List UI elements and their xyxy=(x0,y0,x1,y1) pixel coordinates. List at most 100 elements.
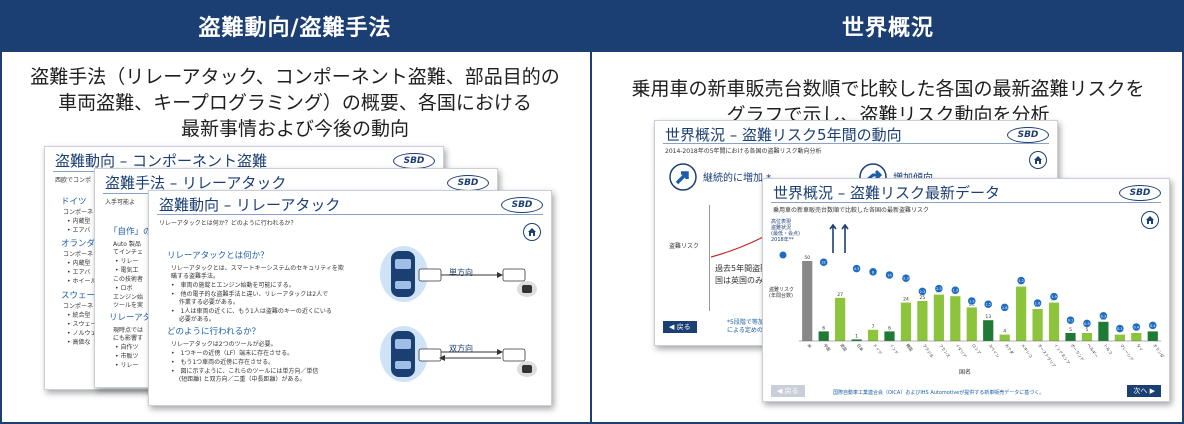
rank-marker xyxy=(1115,324,1125,333)
home-icon[interactable] xyxy=(1029,151,1047,169)
rank-marker xyxy=(951,285,960,295)
footnote: *5段階で等加点 xyxy=(727,319,770,326)
rank-marker xyxy=(934,284,944,293)
back-button-label: 戻る xyxy=(784,387,799,395)
bar-ベルギー xyxy=(1081,333,1093,341)
slide-title: 盗難動向 – コンポーネント盗難 xyxy=(55,152,268,170)
back-button[interactable]: ◀ 戻る xyxy=(771,385,805,397)
off-scale-arrow xyxy=(829,223,837,253)
x-tick-label: ブラジル xyxy=(922,342,936,358)
bar-タイ xyxy=(1131,333,1142,341)
x-tick-label: 日本 xyxy=(856,342,866,352)
bar-インド xyxy=(884,331,895,341)
bar-中国 xyxy=(818,331,829,341)
legend-title: 高位表現 盗難状況 (最低・会点) 2018年** xyxy=(771,219,800,243)
next-button-label: 次へ xyxy=(1133,387,1148,395)
bar-ポーランド xyxy=(1065,333,1076,341)
body-line: リレーアタックとは、スマートキーシステムのセキュリティを欺 xyxy=(171,265,344,272)
x-axis-label: 国名 xyxy=(959,369,972,376)
list-item: • ロボ xyxy=(115,285,133,292)
body-line: • 車両の施錠とエンジン始動を可能にする。 xyxy=(171,282,295,289)
home-icon[interactable] xyxy=(523,223,541,241)
rank-marker xyxy=(1000,303,1009,312)
rank-marker xyxy=(1082,319,1092,328)
back-button[interactable]: ◀ 戻る xyxy=(663,321,697,333)
slide-latest-risk[interactable]: 世界概況 – 盗難リスク最新データ SBD 乗用車の新車販売台数順で比較した各国… xyxy=(762,178,1170,402)
list-item: • 内蔵型 xyxy=(67,218,91,225)
rank-marker-label: 1.3 xyxy=(953,289,959,293)
rank-marker-label: 1.2 xyxy=(1018,279,1024,283)
rank-marker xyxy=(868,267,878,277)
x-tick-label: メキシコ xyxy=(1020,343,1033,359)
list-item: • エアバ xyxy=(67,269,91,276)
left-desc-line-3: 最新事情および今後の動向 xyxy=(180,118,409,140)
x-tick-label: トルコ xyxy=(1103,343,1114,356)
rank-marker xyxy=(1049,292,1059,301)
list-item: • リレー xyxy=(115,258,139,265)
x-tick-label: フランス xyxy=(938,342,952,358)
body-line: 必要がある。 xyxy=(171,316,215,323)
list-item: • 自作ツ xyxy=(115,344,139,351)
list-item: リレーアタ xyxy=(109,313,152,323)
x-tick-label: インドネシア xyxy=(1053,342,1072,365)
title-divider xyxy=(663,143,1049,144)
list-item: • スウェー xyxy=(67,321,97,328)
rank-marker xyxy=(852,264,861,273)
bar-イタリア xyxy=(950,296,961,341)
list-item: にも影響す xyxy=(113,335,144,342)
body-line: • 図に示すように、これらのツールには単方向／単信 xyxy=(171,368,319,375)
rank-marker xyxy=(1099,311,1108,321)
slide-relay-attack-trend[interactable]: 盗難動向 – リレーアタック SBD リレーアタックとは何か？どのように行われる… xyxy=(148,190,552,406)
body-line: • 1つキーの近傍（LF）端末に存在させる。 xyxy=(171,350,294,357)
body-line: (短距離) と双方向／二重（中長距離）がある。 xyxy=(171,376,306,383)
bar-韓国 xyxy=(900,302,912,341)
bar-value-label: 5 xyxy=(1069,327,1072,333)
x-tick-label: タイ xyxy=(1135,342,1145,352)
rank-marker-label: 8 xyxy=(872,270,874,274)
x-tick-label: ロシア xyxy=(971,343,982,356)
list-item: オランダ xyxy=(61,239,96,249)
x-tick-label: 英国 xyxy=(839,342,849,352)
bar-value-label: 7 xyxy=(872,324,875,330)
rank-marker xyxy=(1148,321,1158,330)
rank-marker xyxy=(1033,298,1042,308)
slide-title: 世界概況 – 盗難リスク5年間の動向 xyxy=(665,126,902,144)
list-item: • 内蔵型 xyxy=(67,260,91,267)
rank-marker-label: 0.4 xyxy=(1134,326,1140,330)
home-icon[interactable] xyxy=(1141,211,1159,229)
legend-marker xyxy=(779,251,787,259)
list-item: • 統合型 xyxy=(67,312,91,319)
bar-英国 xyxy=(835,297,846,341)
bar-value-label: 4 xyxy=(1003,329,1006,335)
increase-arrow-icon xyxy=(669,163,697,191)
rank-marker xyxy=(885,270,894,280)
bar-フランス xyxy=(933,294,944,341)
bar-value-label: 27 xyxy=(837,292,843,298)
risk-bar-chart: 50米6中国2227英国1日本4.37ドイツ86インド1424韓国2.325ブラ… xyxy=(779,223,1166,368)
bar-ロシア xyxy=(966,307,977,341)
x-tick-label: カナダ xyxy=(1004,342,1016,355)
next-button[interactable]: 次へ ▶ xyxy=(1127,385,1161,397)
body-line: • 他の電子的な盗難手法と違い、リレーアタックは2人で xyxy=(171,291,329,298)
bar-value-label: 5 xyxy=(1086,327,1089,333)
left-desc-line-1: 盗難手法（リレーアタック、コンポーネント盗難、部品目的の xyxy=(30,66,560,88)
bar-value-label: 1 xyxy=(855,333,858,339)
footnote: による定めの年 xyxy=(727,327,769,334)
bar-米 xyxy=(802,261,813,341)
rank-marker xyxy=(1132,322,1141,332)
list-item: この技術者 xyxy=(113,276,144,283)
rank-marker-label: 2.3 xyxy=(903,277,909,281)
bar-トルコ xyxy=(1098,321,1109,341)
left-column: 盗難動向/盗難手法 盗難手法（リレーアタック、コンポーネント盗難、部品目的の 車… xyxy=(0,0,592,424)
bar-value-label: 13 xyxy=(985,314,991,320)
bar-value-label: 25 xyxy=(920,295,926,301)
bar-value-label: 24 xyxy=(903,297,909,303)
slide-subtitle: 入手可能よ xyxy=(105,199,136,206)
rank-marker-label: 1.3 xyxy=(969,300,975,304)
list-item: • エアバ xyxy=(67,227,91,234)
x-tick-label: スペイン xyxy=(987,342,1001,358)
rank-marker-label: 4.3 xyxy=(854,267,860,271)
slide-title: 世界概況 – 盗難リスク最新データ xyxy=(773,184,1001,202)
list-item: • ホイール xyxy=(67,278,97,285)
body-line: リレーアタックは2つのツールが必要。 xyxy=(171,341,277,348)
